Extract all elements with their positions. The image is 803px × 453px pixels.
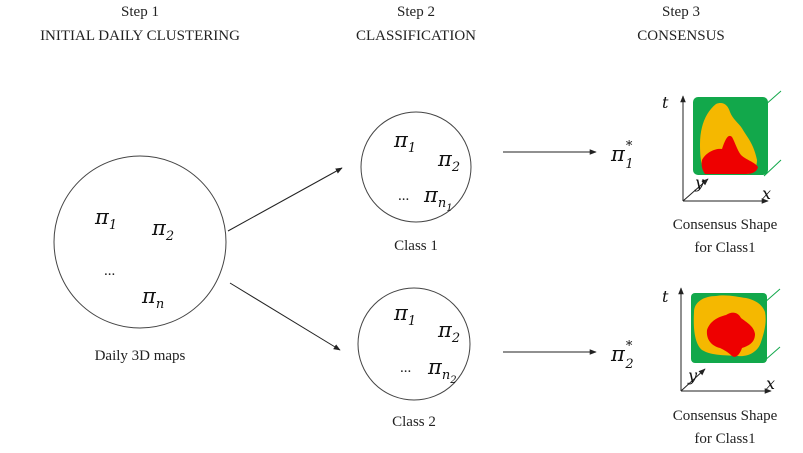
arrow-to-class-1 <box>227 167 343 232</box>
plot-2-red-region <box>706 312 755 357</box>
step-2-header: Step 2 CLASSIFICATION <box>356 4 476 44</box>
class-1-caption: Class 1 <box>394 238 438 254</box>
class-1-circle <box>360 111 472 223</box>
step-3-number: Step 3 <box>662 4 700 20</box>
step-2-title: CLASSIFICATION <box>356 28 476 44</box>
step-1-title: INITIAL DAILY CLUSTERING <box>40 28 240 44</box>
daily-map-pi-2: π2 <box>151 216 174 244</box>
consensus-plot-1: t x y Consensus Shape for Class1 <box>662 90 782 256</box>
consensus-plot-2: t x y Consensus Shape for Class1 <box>662 287 781 447</box>
step-3-title: CONSENSUS <box>637 28 725 44</box>
daily-maps-caption: Daily 3D maps <box>95 348 186 364</box>
class-1-pi-n: πn1 <box>423 183 453 214</box>
plot-2-t-label: t <box>662 287 669 306</box>
plot-1-y-axis <box>682 178 709 202</box>
plot-1-x-label: x <box>762 184 771 203</box>
class-1-pi-2: π2 <box>437 147 460 175</box>
daily-map-pi-n: πn <box>141 284 164 312</box>
consensus-pi-2: π*2 <box>610 339 634 372</box>
class-2-group: π1 π2 ... πn2 Class 2 <box>357 287 471 430</box>
arrow-to-class-2 <box>229 282 341 351</box>
class-2-circle <box>357 287 471 401</box>
class-2-pi-2: π2 <box>437 318 460 346</box>
plot-2-y-label: y <box>687 366 698 385</box>
step-1-number: Step 1 <box>121 4 159 20</box>
step-3-header: Step 3 CONSENSUS <box>637 4 725 44</box>
plot-1-guide-line-bottom <box>763 159 782 177</box>
class-2-caption: Class 2 <box>392 414 436 430</box>
plot-2-caption-line-1: Consensus Shape <box>673 408 778 424</box>
plot-2-x-label: x <box>766 374 775 393</box>
plot-2-y-axis <box>680 368 706 392</box>
daily-maps-circle <box>53 155 227 329</box>
plot-1-t-label: t <box>662 93 669 112</box>
class-2-ellipsis: ... <box>400 360 411 376</box>
plot-1-y-label: y <box>694 173 705 192</box>
plot-1-caption-line-1: Consensus Shape <box>673 217 778 233</box>
class-1-group: π1 π2 ... πn1 Class 1 <box>360 111 472 254</box>
daily-maps-group: π1 π2 ... πn Daily 3D maps <box>53 155 227 364</box>
class-2-pi-n: πn2 <box>427 355 457 386</box>
plot-1-red-region <box>701 135 758 174</box>
class-1-pi-1: π1 <box>393 128 416 156</box>
class-1-ellipsis: ... <box>398 188 409 204</box>
consensus-pi-1: π*1 <box>610 139 634 172</box>
daily-map-ellipsis: ... <box>104 263 115 279</box>
plot-2-caption-line-2: for Class1 <box>694 431 755 447</box>
plot-1-caption-line-2: for Class1 <box>694 240 755 256</box>
step-2-number: Step 2 <box>397 4 435 20</box>
daily-map-pi-1: π1 <box>94 205 117 233</box>
class-2-pi-1: π1 <box>393 301 416 329</box>
step-1-header: Step 1 INITIAL DAILY CLUSTERING <box>40 4 240 44</box>
